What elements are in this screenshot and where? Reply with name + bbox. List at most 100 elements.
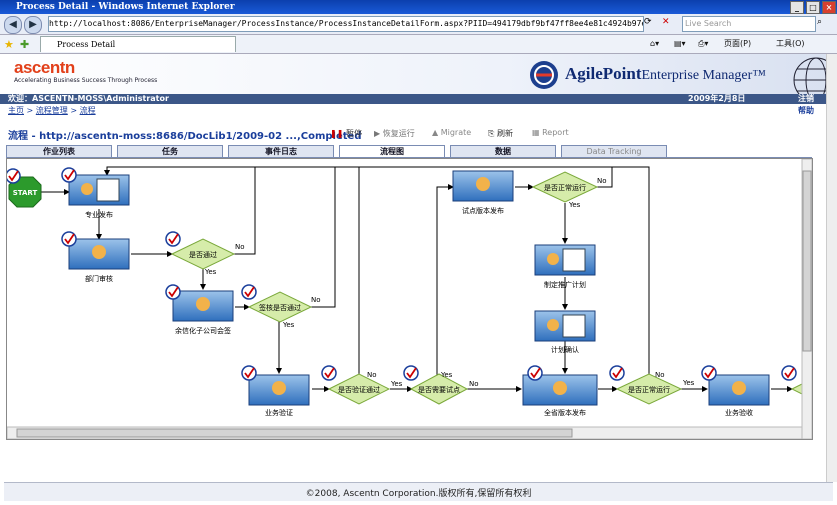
home-icon[interactable]: ⌂▾ (650, 39, 660, 48)
task-node[interactable] (68, 174, 130, 206)
logout-link[interactable]: 注销 (798, 94, 814, 103)
window-title: Process Detail - Windows Internet Explor… (16, 2, 235, 12)
agilepoint-logo-icon (530, 61, 558, 89)
address-input[interactable]: http://localhost:8086/EnterpriseManager/… (48, 16, 644, 32)
report-icon: ▦ (532, 128, 540, 137)
browser-tab-row: ★ ✚ Process Detail ⌂▾ ▤▾ ⎙▾ 页面(P) 工具(O) (0, 35, 837, 54)
task-node[interactable] (172, 290, 234, 322)
back-icon[interactable]: ◀ (4, 16, 22, 34)
task-label: 计划确认 (551, 345, 579, 354)
forward-icon[interactable]: ▶ (24, 16, 42, 34)
copyright-text: ©2008, Ascentn Corporation.版权所有,保留所有权利 (305, 489, 532, 499)
minimize-button[interactable]: _ (790, 1, 804, 14)
decision-label: 是否正常运行 (628, 385, 670, 394)
ascentn-logo: ascentn (14, 58, 75, 77)
favorites-icon[interactable]: ★ (4, 38, 14, 51)
welcome-text: 欢迎：ASCENTN-MOSS\Administrator (8, 94, 169, 103)
task-node[interactable] (708, 374, 770, 406)
breadcrumb-process-mgmt[interactable]: 流程管理 (35, 106, 68, 115)
decision-label: 是否正常运行 (544, 183, 586, 192)
search-input[interactable]: Live Search (682, 16, 816, 32)
tab-flowchart[interactable]: 流程图 (339, 145, 445, 159)
task-node[interactable] (534, 244, 596, 276)
decision-label: 签核是否通过 (259, 303, 301, 312)
page-menu[interactable]: 页面(P) (724, 39, 752, 48)
branch-label: Yes (568, 201, 581, 209)
browser-tab[interactable]: Process Detail (40, 36, 236, 52)
help-link[interactable]: 帮助 (798, 106, 814, 115)
task-node[interactable] (68, 238, 130, 270)
report-button[interactable]: ▦ Report (532, 128, 569, 137)
start-label: START (13, 189, 38, 197)
print-icon[interactable]: ⎙▾ (698, 39, 709, 48)
flowchart-svg: START 专业发布 部门审核 余信化子公司会签 业务验证 试点版本发布 制定推… (7, 159, 812, 439)
decision-node[interactable] (247, 291, 313, 323)
task-node[interactable] (452, 170, 514, 202)
decision-node[interactable] (531, 171, 599, 203)
breadcrumb-home[interactable]: 主页 (8, 106, 24, 115)
tab-data-tracking[interactable]: Data Tracking (561, 145, 667, 158)
branch-label: No (597, 177, 607, 185)
refresh-page-icon: ⎘ (488, 129, 495, 138)
task-node[interactable] (534, 310, 596, 342)
decision-label: 是否需要试点 (418, 385, 460, 394)
search-icon[interactable]: ⌕ (817, 17, 823, 27)
address-bar-row: ◀ ▶ http://localhost:8086/EnterpriseMana… (0, 14, 837, 35)
play-icon: ▶ (374, 129, 381, 138)
pause-button[interactable]: ❚❚ 暂停 (330, 129, 362, 138)
branch-label: Yes (204, 268, 217, 276)
decision-label: 是否验证通过 (338, 385, 380, 394)
window-title-bar: Process Detail - Windows Internet Explor… (0, 0, 837, 14)
tab-job-list[interactable]: 作业列表 (6, 145, 112, 158)
tagline: Accelerating Business Success Through Pr… (14, 77, 158, 84)
brand-title: AgilePointEnterprise Manager™ (565, 64, 767, 83)
maximize-button[interactable]: □ (806, 1, 820, 14)
branch-label: Yes (390, 380, 403, 388)
tab-divider (6, 157, 812, 158)
tab-tasks[interactable]: 任务 (117, 145, 223, 158)
branch-label: No (235, 243, 245, 251)
start-node[interactable] (8, 176, 42, 208)
branch-label: Yes (682, 379, 695, 387)
completed-check-icon (7, 167, 797, 381)
decision-node[interactable] (327, 373, 391, 405)
refresh-button[interactable]: ⎘ 刷新 (488, 129, 513, 138)
process-diagram: START 专业发布 部门审核 余信化子公司会签 业务验证 试点版本发布 制定推… (6, 158, 813, 440)
task-label: 业务验证 (265, 408, 293, 417)
branch-label: No (311, 296, 321, 304)
app-banner: ascentn Accelerating Business Success Th… (0, 54, 837, 94)
task-label: 全省版本发布 (544, 408, 586, 417)
migrate-button[interactable]: ▲ Migrate (432, 128, 472, 137)
task-label: 余信化子公司会签 (175, 326, 231, 335)
branch-label: Yes (440, 371, 453, 379)
tools-menu[interactable]: 工具(O) (776, 39, 805, 48)
decision-node[interactable] (615, 373, 683, 405)
feeds-icon[interactable]: ▤▾ (674, 39, 686, 48)
vertical-scroll-thumb[interactable] (802, 170, 812, 352)
tab-event-log[interactable]: 事件日志 (228, 145, 334, 158)
pause-icon: ❚❚ (330, 129, 344, 138)
date-text: 2009年2月8日 (688, 94, 746, 103)
task-label: 制定推广计划 (544, 280, 586, 289)
task-label: 试点版本发布 (462, 206, 504, 215)
breadcrumb-process[interactable]: 流程 (79, 106, 96, 115)
branch-label: No (469, 380, 479, 388)
stop-icon[interactable]: ✕ (662, 17, 670, 27)
decision-node[interactable] (409, 373, 469, 405)
branch-label: No (367, 371, 377, 379)
task-label: 专业发布 (85, 210, 113, 219)
tab-data[interactable]: 数据 (450, 145, 556, 158)
add-favorites-icon[interactable]: ✚ (20, 38, 30, 51)
migrate-icon: ▲ (432, 128, 439, 137)
resume-button[interactable]: ▶ 恢复运行 (374, 129, 415, 138)
decision-node[interactable] (170, 238, 236, 270)
task-node[interactable] (248, 374, 310, 406)
close-button[interactable]: × (822, 1, 836, 14)
task-label: 业务验收 (725, 408, 753, 417)
branch-label: No (655, 371, 665, 379)
page-scrollbar[interactable] (826, 54, 837, 482)
horizontal-scroll-thumb[interactable] (16, 428, 573, 438)
refresh-icon[interactable]: ⟳ (644, 17, 652, 27)
task-label: 部门审核 (85, 274, 113, 283)
process-title: 流程 - http://ascentn-moss:8686/DocLib1/20… (8, 131, 362, 142)
